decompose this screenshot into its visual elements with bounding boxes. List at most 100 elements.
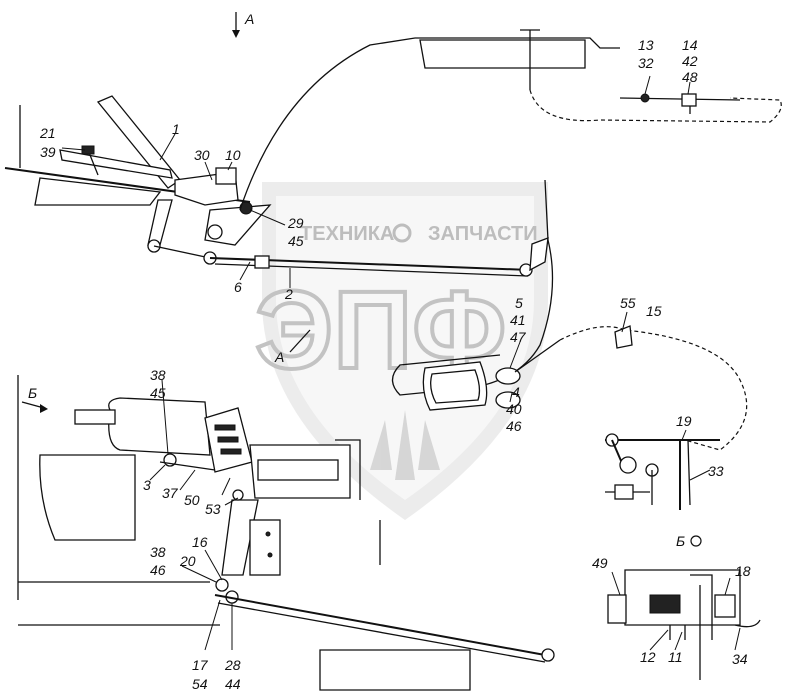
callout-21: 21 bbox=[39, 125, 56, 141]
arrow-a-head bbox=[232, 30, 240, 38]
lever-shaft-2 bbox=[687, 439, 691, 506]
hood-hatch bbox=[419, 39, 586, 69]
arrow-a-mid bbox=[289, 329, 311, 353]
callout-38-lower: 38 bbox=[150, 544, 166, 560]
view-a-top-label: A bbox=[244, 11, 254, 27]
callout-38-upper: 38 bbox=[150, 367, 166, 383]
callout-37: 37 bbox=[162, 485, 179, 501]
callout-11: 11 bbox=[668, 649, 683, 665]
callout-32: 32 bbox=[638, 55, 654, 71]
floor-plate bbox=[34, 177, 162, 206]
callout-40: 40 bbox=[506, 401, 522, 417]
inspection-window bbox=[422, 361, 488, 411]
leader-lines bbox=[61, 75, 741, 651]
port-lower bbox=[495, 391, 521, 409]
cylinder-cap bbox=[74, 409, 116, 425]
callout-17: 17 bbox=[192, 657, 209, 673]
callout-41: 41 bbox=[510, 312, 526, 328]
view-markers: A А Б Б bbox=[21, 11, 685, 549]
callout-29: 29 bbox=[287, 215, 304, 231]
callout-33: 33 bbox=[708, 463, 724, 479]
hood-contour bbox=[239, 29, 782, 211]
callout-45-lower: 45 bbox=[150, 385, 166, 401]
callout-49: 49 bbox=[592, 555, 608, 571]
callout-50: 50 bbox=[184, 492, 200, 508]
port-upper bbox=[495, 367, 521, 385]
hood-outline bbox=[239, 37, 620, 211]
callout-18: 18 bbox=[735, 563, 751, 579]
callout-46-top: 46 bbox=[506, 418, 522, 434]
callout-54: 54 bbox=[192, 676, 208, 692]
clamp-bar bbox=[619, 97, 741, 101]
bracket-edge bbox=[335, 439, 361, 500]
callout-47: 47 bbox=[510, 329, 527, 345]
detail-wire bbox=[734, 619, 761, 628]
detail-piston bbox=[649, 594, 681, 614]
callout-53: 53 bbox=[205, 501, 221, 517]
detail-hook bbox=[690, 574, 713, 640]
bracket-block bbox=[215, 167, 237, 185]
arrow-b-head bbox=[40, 404, 48, 413]
view-b-assembly bbox=[17, 375, 555, 691]
rod-tip bbox=[519, 263, 533, 277]
callout-34: 34 bbox=[732, 651, 748, 667]
callout-labels: 1 21 39 30 10 29 45 6 2 13 32 14 42 48 5… bbox=[39, 37, 751, 692]
cable-clamp-detail bbox=[619, 93, 741, 114]
callout-20: 20 bbox=[179, 553, 196, 569]
callout-4: 4 bbox=[512, 384, 520, 400]
lower-block bbox=[614, 484, 634, 500]
actuator-top-joint bbox=[232, 489, 244, 501]
callout-5: 5 bbox=[515, 295, 523, 311]
clamp-bolt bbox=[640, 93, 650, 103]
callout-3: 3 bbox=[143, 477, 151, 493]
callout-55: 55 bbox=[620, 295, 636, 311]
callout-28: 28 bbox=[224, 657, 241, 673]
callout-16: 16 bbox=[192, 534, 208, 550]
callout-1: 1 bbox=[172, 121, 180, 137]
callout-39: 39 bbox=[40, 144, 56, 160]
rod-clip bbox=[529, 237, 549, 272]
callout-14: 14 bbox=[682, 37, 698, 53]
callout-2: 2 bbox=[284, 286, 293, 302]
cable-clip-55 bbox=[614, 325, 633, 349]
clamp-block bbox=[681, 93, 697, 107]
lever-ball bbox=[619, 456, 637, 474]
callout-13: 13 bbox=[638, 37, 654, 53]
callout-45-top: 45 bbox=[288, 233, 304, 249]
view-b-left-label: Б bbox=[28, 385, 37, 401]
callout-19: 19 bbox=[676, 413, 692, 429]
view-a-mid-label: А bbox=[274, 349, 284, 365]
lower-rod bbox=[214, 594, 546, 656]
watermark-text-right: ЗАПЧАСТИ bbox=[428, 223, 538, 245]
callout-30: 30 bbox=[194, 147, 210, 163]
callout-42: 42 bbox=[682, 53, 698, 69]
gear-icon bbox=[392, 223, 412, 243]
rod-sleeve bbox=[254, 255, 270, 269]
view-b-detail-label: Б bbox=[676, 533, 685, 549]
callout-44: 44 bbox=[225, 676, 241, 692]
callout-6: 6 bbox=[234, 279, 242, 295]
cable-stem bbox=[514, 339, 561, 373]
actuator-plate bbox=[249, 519, 281, 576]
callout-46-lower: 46 bbox=[150, 562, 166, 578]
main-rod bbox=[209, 237, 549, 277]
window-inner bbox=[430, 369, 481, 404]
detail-b bbox=[607, 535, 761, 680]
detail-end-cap bbox=[607, 594, 627, 624]
lower-rod-end bbox=[541, 648, 555, 662]
pedal-assembly bbox=[4, 95, 272, 265]
cable-top bbox=[529, 89, 782, 123]
bracket-slot bbox=[257, 459, 339, 481]
plate-hole bbox=[265, 531, 271, 537]
tank bbox=[39, 454, 136, 541]
callout-10: 10 bbox=[225, 147, 241, 163]
callout-15: 15 bbox=[646, 303, 662, 319]
right-cable bbox=[559, 325, 748, 510]
valve-ribs bbox=[214, 424, 242, 455]
link-rod bbox=[153, 245, 211, 259]
lower-housing bbox=[319, 649, 471, 691]
pedal-link bbox=[147, 199, 173, 246]
actuator-joint bbox=[215, 578, 229, 592]
pivot bbox=[207, 224, 223, 240]
